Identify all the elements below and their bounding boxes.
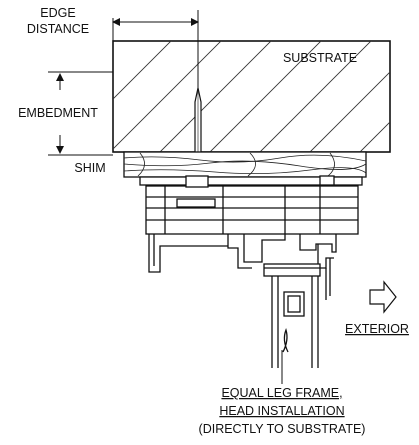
- caption-line2: HEAD INSTALLATION: [219, 404, 344, 418]
- shim-grain: [124, 152, 366, 177]
- exterior-label: EXTERIOR: [345, 322, 409, 336]
- dimension-lines: [48, 10, 199, 156]
- caption-line3: (DIRECTLY TO SUBSTRATE): [199, 422, 366, 436]
- shim-layer: [123, 151, 367, 178]
- frame-head-profile: [139, 175, 363, 300]
- embedment-label: EMBEDMENT: [18, 106, 98, 120]
- shim-label: SHIM: [74, 161, 105, 175]
- exterior-arrow: [369, 280, 397, 314]
- edge-distance-label-line2: DISTANCE: [27, 22, 89, 36]
- frame-leg: [263, 263, 321, 368]
- substrate-block: [112, 40, 391, 153]
- caption-line1: EQUAL LEG FRAME,: [221, 386, 342, 400]
- edge-distance-label-line1: EDGE: [40, 6, 75, 20]
- substrate-hatch: [113, 41, 390, 152]
- substrate-label: SUBSTRATE: [283, 51, 357, 65]
